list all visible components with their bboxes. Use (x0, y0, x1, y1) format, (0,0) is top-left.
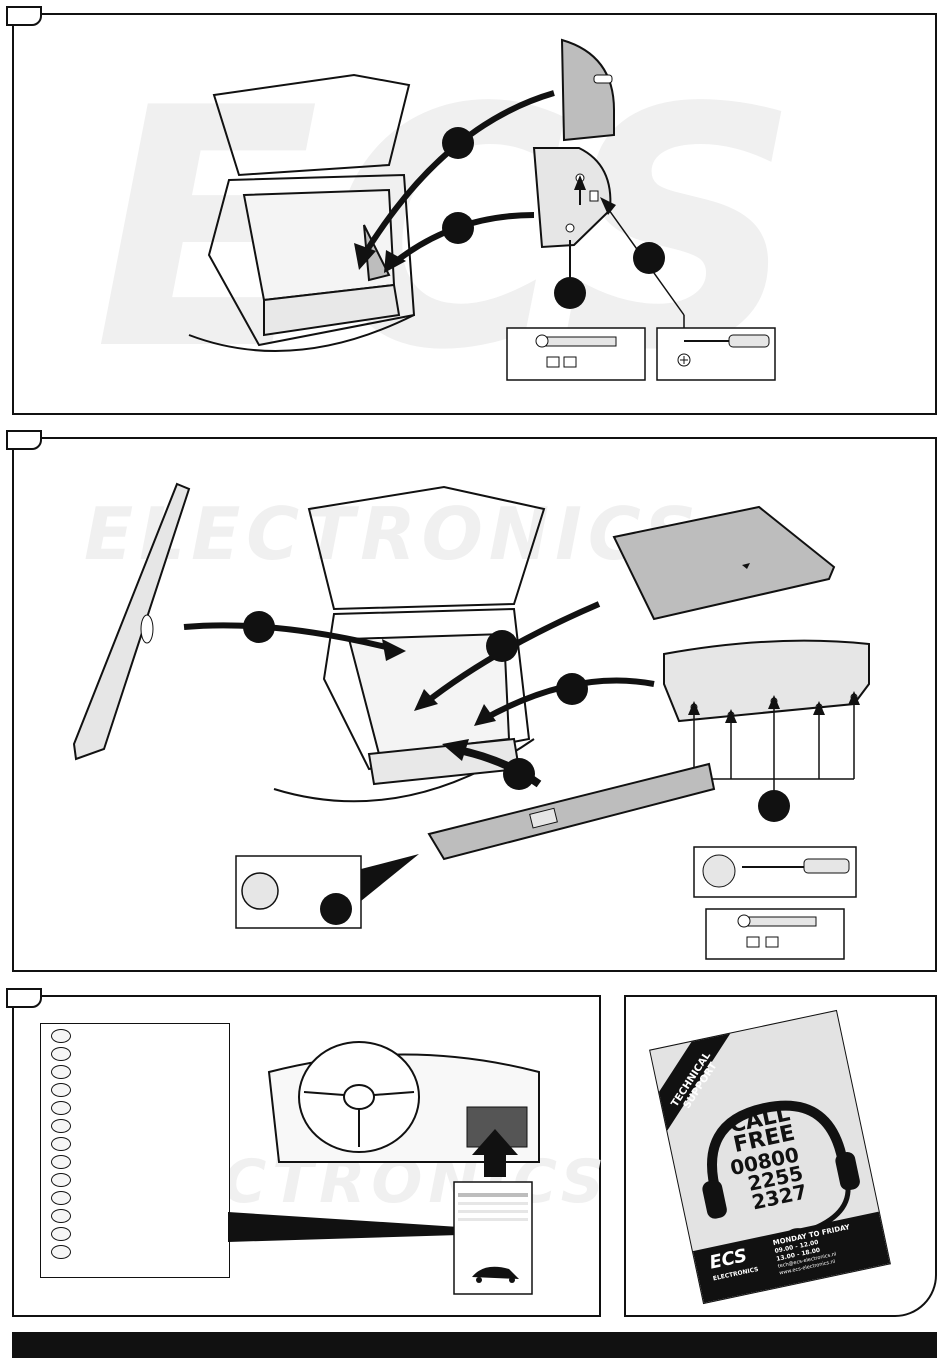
step-2-tag (6, 430, 42, 450)
parcel-shelf (614, 507, 834, 619)
step-1-illustration (14, 15, 935, 413)
step-1-panel: ECS (12, 13, 937, 415)
support-poster: TECHNICAL SUPPORT CALL FREE 00800 2255 2… (649, 1010, 891, 1304)
step-2-illustration (14, 439, 935, 970)
callout-g (556, 673, 588, 705)
side-trim-panel (534, 148, 610, 247)
callout-b (442, 212, 474, 244)
callout-c (554, 277, 586, 309)
step-2-panel: ELECTRONICS (12, 437, 937, 972)
luggage-cover-roller (74, 484, 189, 759)
boot-sill-plate (429, 764, 714, 859)
callout-a (442, 127, 474, 159)
callout-h (503, 758, 535, 790)
footer-bar (12, 1332, 937, 1358)
car-rear-open-trunk (189, 75, 414, 351)
support-panel: TECHNICAL SUPPORT CALL FREE 00800 2255 2… (624, 995, 937, 1317)
callout-f (486, 630, 518, 662)
callout-i (758, 790, 790, 822)
tool-box-ratchet (507, 328, 645, 380)
callout-j (320, 893, 352, 925)
callout-d (633, 242, 665, 274)
callout-e (243, 611, 275, 643)
step-3-illustration (14, 997, 599, 1315)
step-3-panel: ELECTRONICS (12, 995, 601, 1317)
step-1-tag (6, 6, 42, 26)
side-cover-panel (562, 40, 614, 140)
step-3-tag (6, 988, 42, 1008)
